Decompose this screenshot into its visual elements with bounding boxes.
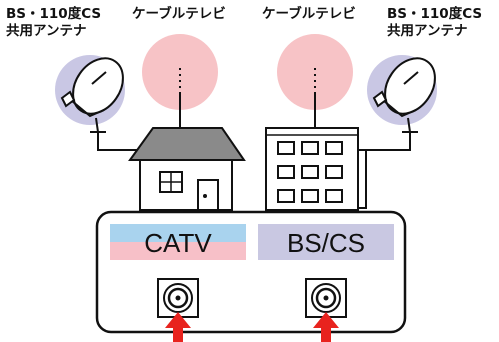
apartment-building-icon	[265, 127, 367, 211]
satellite-dish-icon	[367, 55, 437, 133]
coax-connector-icon	[305, 278, 347, 318]
left-antenna-label-line1: BS・110度CS	[6, 5, 101, 22]
coax-connector-icon	[157, 278, 199, 318]
right-cable-label: ケーブルテレビ	[262, 5, 356, 22]
bscs-label-band	[258, 224, 394, 260]
catv-label-band	[110, 224, 246, 260]
right-antenna-label-line1: BS・110度CS	[387, 5, 482, 22]
right-antenna-label-line2: 共用アンテナ	[387, 22, 467, 39]
left-dish-cable	[97, 132, 138, 151]
left-cable-label: ケーブルテレビ	[132, 5, 226, 22]
catv-label: CATV	[144, 228, 212, 258]
satellite-dish-icon	[55, 55, 125, 133]
up-arrow-icon	[313, 312, 339, 342]
right-cable-signal-circle	[277, 34, 353, 110]
left-cable-signal-circle	[142, 34, 218, 110]
left-antenna-label-line2: 共用アンテナ	[6, 22, 86, 39]
right-dish-cable	[362, 132, 411, 151]
up-arrow-icon	[165, 312, 191, 342]
house-icon	[128, 127, 246, 211]
bscs-label: BS/CS	[287, 228, 365, 258]
